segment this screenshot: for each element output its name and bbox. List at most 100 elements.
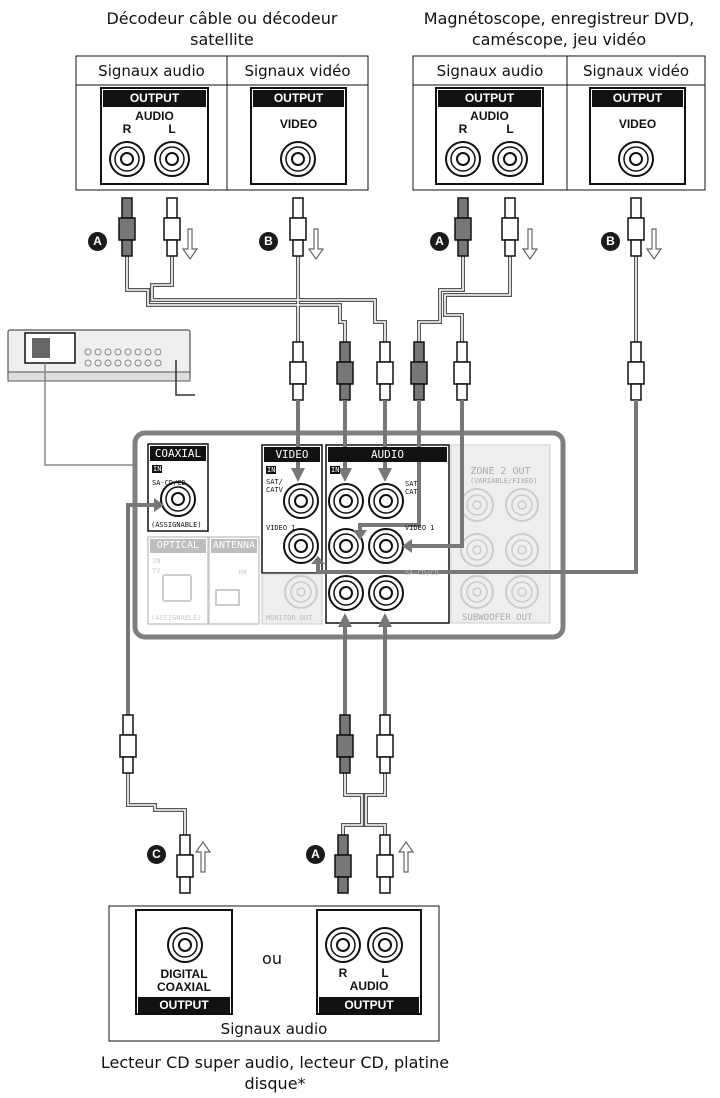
l-label: L: [506, 122, 514, 136]
top-cables-inner: [126, 255, 637, 345]
audio-signals-label: Signaux audio: [220, 1020, 328, 1038]
in-label: IN: [152, 465, 163, 473]
badge-b: B: [601, 232, 620, 251]
l-label: L: [168, 122, 176, 136]
output-header: OUTPUT: [138, 997, 230, 1014]
video-jack: [618, 141, 654, 177]
plug-red: [118, 197, 136, 257]
cat-label: CAT: [405, 488, 418, 496]
arrow-up-icon: [398, 841, 414, 873]
plug-white: [501, 197, 519, 257]
plug-red: [454, 197, 472, 257]
video1-label: VIDEO 1: [266, 524, 296, 532]
plug-red: [336, 714, 354, 774]
output-header: OUTPUT: [592, 90, 683, 107]
plug-video: [627, 197, 645, 257]
badge-c: C: [147, 845, 166, 864]
coaxial-label: COAXIAL: [157, 980, 211, 994]
in-label: IN: [266, 466, 277, 474]
cable-box-caption: Décodeur câble ou décodeur satellite: [106, 9, 338, 49]
plug-white: [163, 197, 181, 257]
video-label: VIDEO: [618, 117, 657, 131]
plug-video: [289, 341, 307, 401]
video-label: VIDEO: [279, 117, 318, 131]
audio-label: AUDIO: [135, 109, 174, 123]
audio-l-jack: [367, 927, 403, 963]
audio-sat-l-jack: [368, 483, 404, 519]
arrow-down-icon: [646, 228, 662, 260]
audio-sacd-r-jack: [328, 575, 364, 611]
badge-a: A: [430, 232, 449, 251]
arrow-heads: [154, 468, 412, 627]
receiver-panel: [132, 430, 566, 640]
r-label: R: [458, 122, 468, 136]
plug-coax: [119, 714, 137, 774]
audio-sat-r-jack: [328, 483, 364, 519]
plug-white: [376, 714, 394, 774]
plug-red: [410, 341, 428, 401]
video-signals-label: Signaux vidéo: [244, 62, 351, 80]
audio-r-jack: [325, 927, 361, 963]
audio-signals-label: Signaux audio: [98, 62, 205, 80]
digital-coaxial-jack: [167, 927, 203, 963]
audio-l-jack: [154, 141, 190, 177]
arrow-down-icon: [308, 228, 324, 260]
plug-red: [334, 834, 352, 894]
plug-coax: [176, 834, 194, 894]
arrow-up-icon: [195, 841, 211, 873]
video-1-in-jack: [283, 528, 319, 564]
assignable-label: (ASSIGNABLE): [151, 614, 202, 622]
tv-label: TV: [152, 567, 161, 575]
vcr-caption: Magnétoscope, enregistreur DVD, caméscop…: [423, 9, 695, 49]
subwoofer-label: SUBWOOFER OUT: [462, 613, 533, 623]
audio-r-jack: [445, 141, 481, 177]
plug-white: [376, 834, 394, 894]
badge-a: A: [88, 232, 107, 251]
audio-header: AUDIO: [328, 447, 447, 462]
arrow-down-icon: [522, 228, 538, 260]
badge-a: A: [306, 845, 325, 864]
fm-label: FM: [238, 569, 247, 577]
r-label: R: [338, 966, 348, 980]
or-label: ou: [262, 949, 282, 968]
video-signals-label: Signaux vidéo: [582, 62, 690, 80]
zone2-header: ZONE 2 OUT: [470, 466, 531, 477]
plug-red: [336, 341, 354, 401]
output-header: OUTPUT: [103, 90, 206, 107]
coaxial-in-jack: [160, 481, 196, 517]
sat-catv-label: SAT/ CATV: [266, 478, 283, 494]
audio-sacd-l-jack: [368, 575, 404, 611]
antenna-header: ANTENNA: [211, 539, 257, 553]
sat-label: SAT: [405, 480, 418, 488]
assignable-label: (ASSIGNABLE): [151, 521, 202, 529]
r-label: R: [122, 122, 132, 136]
audio-label: AUDIO: [349, 979, 389, 993]
receiver-thumbnail: [7, 329, 195, 466]
plug-white: [376, 341, 394, 401]
video1-label: VIDEO 1: [405, 524, 435, 532]
audio-r-jack: [109, 141, 145, 177]
video-header: VIDEO: [264, 447, 320, 462]
optical-header: OPTICAL: [150, 539, 206, 553]
audio-video1-l-jack: [368, 528, 404, 564]
video-jack: [280, 141, 316, 177]
arrow-down-icon: [182, 228, 198, 260]
coaxial-header: COAXIAL: [150, 446, 206, 461]
plug-white: [453, 341, 471, 401]
badge-b: B: [259, 232, 278, 251]
bottom-cables-inner: [127, 755, 386, 840]
audio-signals-label: Signaux audio: [436, 62, 544, 80]
cd-player-caption: Lecteur CD super audio, lecteur CD, plat…: [100, 1053, 450, 1093]
audio-label: AUDIO: [470, 109, 509, 123]
zone2-sub-label: (VARIABLE/FIXED): [470, 477, 538, 485]
cd-player-device: [108, 905, 440, 1042]
digital-label: DIGITAL: [160, 967, 208, 981]
sacd-label: SA-CD/CD: [152, 479, 186, 487]
audio-l-jack: [492, 141, 528, 177]
output-header: OUTPUT: [438, 90, 541, 107]
plug-video: [289, 197, 307, 257]
connection-arrows: [126, 400, 638, 790]
output-header: OUTPUT: [253, 90, 344, 107]
in-label: IN: [330, 466, 341, 474]
